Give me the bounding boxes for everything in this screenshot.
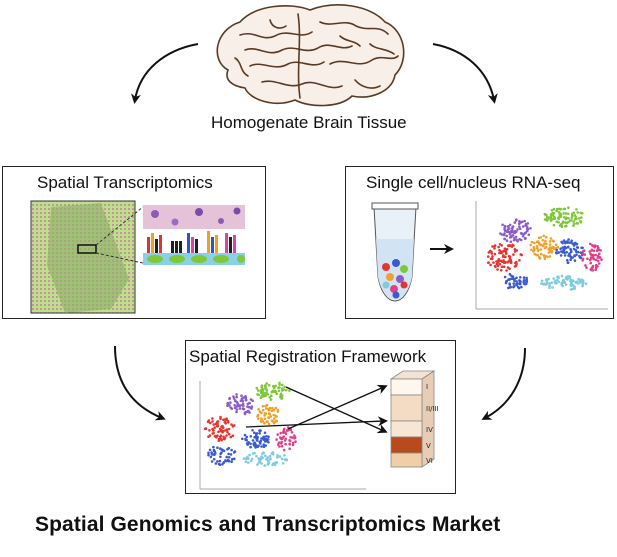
cluster-blue — [555, 238, 584, 265]
arrow-brain-to-singlecell — [432, 43, 498, 104]
registration-panel: Spatial Registration Framework I II/III … — [185, 340, 456, 494]
reg-cluster-purple — [226, 393, 254, 416]
reg-cluster-green — [255, 381, 291, 401]
layer-label-2: II/III — [426, 405, 439, 413]
arrow-brain-to-spatial — [131, 43, 199, 104]
spatial-transcriptomics-label: Spatial Transcriptomics — [37, 173, 213, 192]
spatial-transcriptomics-panel: Spatial Transcriptomics — [2, 166, 266, 319]
reg-cluster-blue — [241, 429, 270, 449]
reg-cluster-red — [203, 415, 236, 442]
cortical-layers-block — [389, 370, 436, 468]
arrow-spatial-to-registration — [114, 345, 166, 421]
registration-label: Spatial Registration Framework — [189, 347, 427, 366]
layer-label-5: VI — [426, 457, 433, 465]
brain-icon — [216, 4, 405, 107]
layer-label-4: V — [426, 442, 431, 450]
reg-cluster-pink — [275, 426, 297, 452]
cluster-green — [543, 206, 584, 228]
top-label: Homogenate Brain Tissue — [211, 113, 407, 132]
layer-label-1: I — [426, 383, 428, 391]
single-cell-panel: Single cell/nucleus RNA-seq — [345, 166, 614, 319]
reg-cluster-blue-2 — [207, 445, 237, 466]
reg-cluster-cyan — [242, 451, 288, 467]
cluster-cyan — [540, 274, 588, 291]
layer-label-3: IV — [426, 426, 433, 434]
cluster-purple — [499, 218, 532, 243]
arrow-singlecell-to-registration — [481, 347, 526, 420]
cluster-orange — [529, 234, 560, 260]
cluster-blue-2 — [503, 272, 529, 290]
spatial-slide-illustration — [30, 200, 245, 314]
registration-illustration: I II/III IV V VI — [199, 370, 439, 490]
cluster-red — [487, 243, 523, 272]
reg-cluster-orange — [256, 403, 280, 426]
cluster-pink — [581, 242, 603, 272]
single-cell-illustration — [371, 201, 608, 310]
single-cell-label: Single cell/nucleus RNA-seq — [366, 173, 581, 192]
footer-title: Spatial Genomics and Transcriptomics Mar… — [35, 513, 501, 536]
